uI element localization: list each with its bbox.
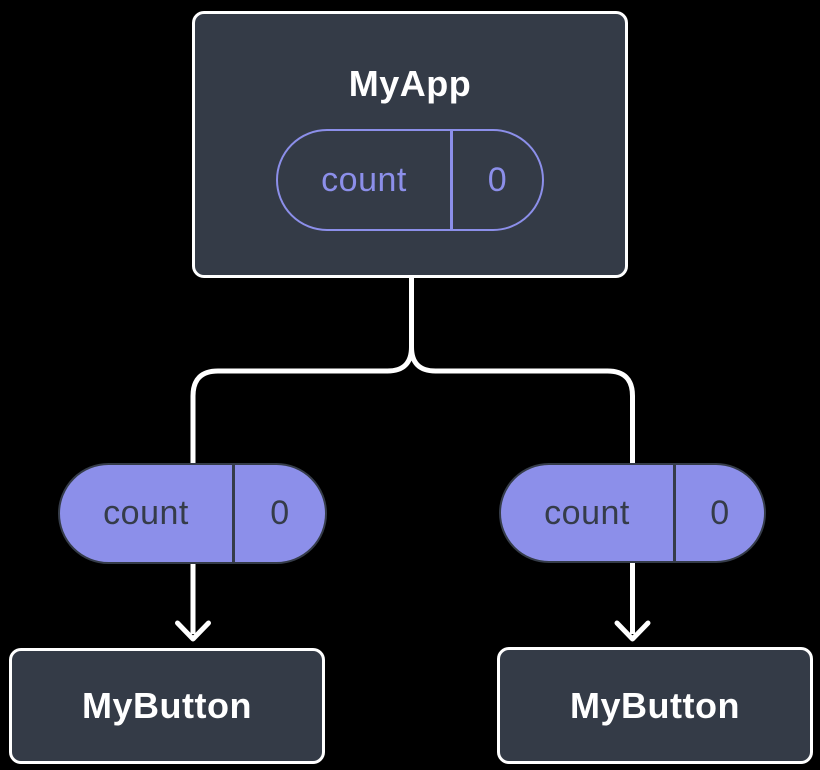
- stem-right-branch-line: [409, 346, 635, 467]
- root-component-node: MyApp count 0: [192, 11, 628, 278]
- left-child-component-node: MyButton: [9, 648, 325, 764]
- right-arrowhead-down-icon: [614, 620, 651, 642]
- state-value-label: 0: [487, 160, 507, 199]
- stem-left-branch-line: [190, 278, 414, 467]
- right-child-component-label: MyButton: [570, 684, 740, 726]
- prop-key-label: count: [544, 493, 630, 532]
- right-child-component-node: MyButton: [497, 647, 813, 764]
- prop-value-label: 0: [710, 493, 730, 532]
- left-child-component-label: MyButton: [82, 685, 252, 726]
- root-component-label: MyApp: [348, 63, 472, 104]
- prop-value-label: 0: [270, 494, 290, 532]
- left-prop-pill: count 0: [58, 463, 327, 564]
- left-arrowhead-down-icon: [175, 620, 211, 642]
- root-state-pill: count 0: [276, 129, 544, 231]
- pill-divider: [673, 465, 676, 561]
- state-key-label: count: [321, 160, 407, 199]
- pill-divider: [450, 131, 453, 229]
- prop-key-label: count: [103, 494, 189, 532]
- right-prop-pill: count 0: [499, 463, 766, 563]
- pill-divider: [232, 465, 235, 562]
